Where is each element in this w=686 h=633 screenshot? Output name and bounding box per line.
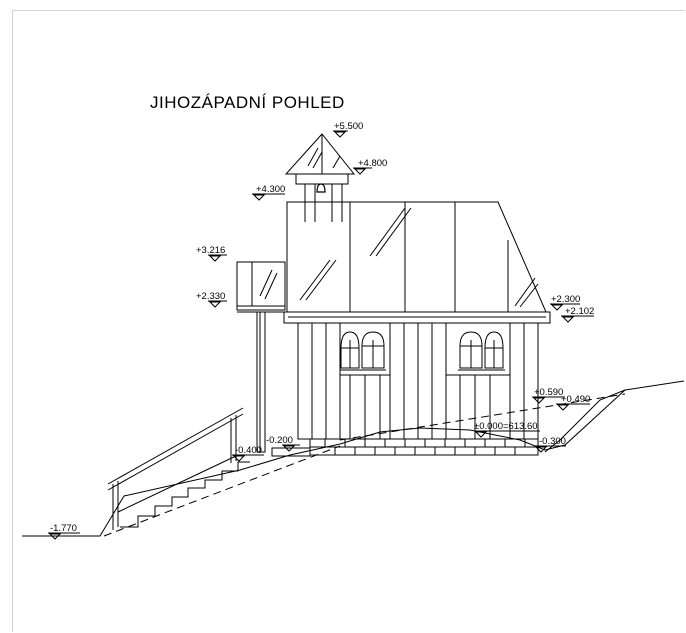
bell-icon — [316, 183, 326, 193]
porch-column — [256, 311, 266, 453]
stairs — [120, 461, 250, 528]
window-left — [340, 331, 386, 371]
stair-stringer — [117, 454, 239, 513]
level-terrain-right: -0.300 — [539, 436, 566, 447]
level-porch-floor: -0.200 — [266, 435, 293, 446]
level-belfry-eave: +4.800 — [358, 158, 387, 169]
wall-boarding — [311, 323, 525, 439]
terrain-dashed-line-2 — [339, 393, 626, 441]
level-floor-right-a: +0.590 — [534, 387, 563, 398]
window-right — [458, 331, 505, 371]
main-roof — [286, 201, 547, 313]
belfry — [284, 133, 356, 222]
level-belfry-base: +4.300 — [256, 184, 285, 195]
terrain-dashed-line — [103, 445, 341, 537]
sheet-frame — [12, 10, 685, 632]
level-zero: ±0.000=613.60 — [474, 421, 538, 432]
drawing-title: JIHOZÁPADNÍ POHLED — [150, 93, 345, 112]
level-stairs-top: -0.400 — [235, 445, 262, 456]
porch-floor — [271, 447, 311, 457]
level-porch-roof-base: +2.330 — [196, 291, 225, 302]
railing-handrail — [107, 407, 244, 485]
level-roof-top: +5.500 — [334, 121, 363, 132]
porch-roof — [236, 261, 286, 311]
level-ground-left: -1.770 — [50, 523, 77, 534]
level-floor-right-b: +0.490 — [561, 394, 590, 405]
level-markers — [48, 130, 594, 540]
level-eave-bottom: +2.102 — [565, 306, 594, 317]
level-eave-top: +2.300 — [551, 294, 580, 305]
level-porch-roof-top: +3.216 — [196, 245, 225, 256]
foundation-joints — [324, 439, 526, 455]
